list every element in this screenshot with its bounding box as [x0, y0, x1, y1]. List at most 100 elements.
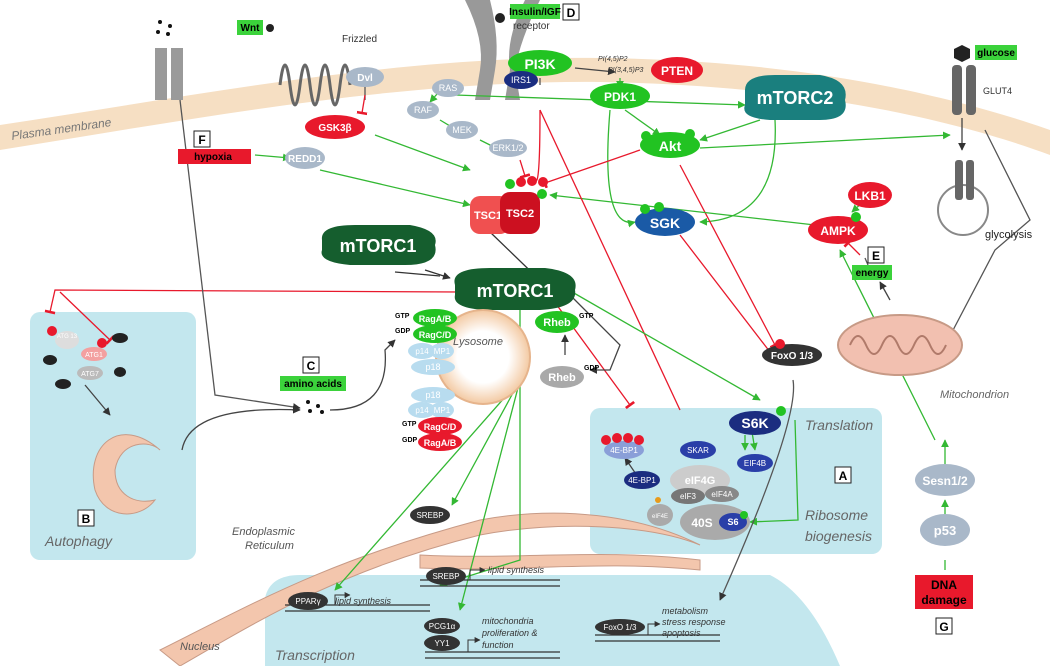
tsc2-node — [500, 192, 540, 234]
cristae — [849, 335, 947, 355]
eif4a-node — [705, 486, 739, 502]
srebp-er-node — [410, 506, 450, 524]
akt-node — [640, 132, 700, 158]
tsc2-label: TSC2 — [506, 208, 534, 220]
raf-label: RAF — [414, 105, 433, 115]
40s-label: 40S — [691, 516, 712, 530]
glycolysis-label: glycolysis — [985, 229, 1033, 241]
atg1-phospho — [97, 338, 107, 348]
glut4-vesicle-a — [955, 160, 963, 200]
akt-phospho-1 — [641, 131, 651, 141]
mp1-node — [430, 343, 454, 359]
receptor-label: receptor — [513, 21, 550, 32]
channel-left-a — [155, 48, 167, 100]
akt-phospho-2 — [685, 129, 695, 139]
foxo-node — [762, 344, 822, 366]
metabolism-label: metabolism — [662, 606, 709, 616]
insulin-ligand — [495, 13, 505, 23]
wnt-ligand — [266, 24, 274, 32]
foxo-promoter — [647, 621, 661, 635]
s6k-phospho — [776, 406, 786, 416]
stress-label: stress response — [662, 617, 726, 627]
energy-box — [852, 265, 892, 280]
srebp-nuc-node — [426, 567, 466, 585]
hypoxia-label: hypoxia — [194, 152, 232, 163]
ras-label: RAS — [439, 83, 458, 93]
eif4b-node — [737, 454, 773, 472]
pparg-node — [288, 592, 328, 610]
cargo-particles — [43, 333, 128, 389]
4ebp1-label: 4E-BP1 — [628, 476, 656, 485]
foxo-nuc-node — [595, 619, 645, 635]
s6-node — [719, 513, 747, 531]
er-membrane-2 — [419, 553, 701, 571]
p53-node — [920, 514, 970, 546]
eif4a-label: eIF4A — [711, 490, 733, 499]
autophagy-title: Autophagy — [44, 533, 113, 549]
hypoxia-box — [178, 149, 248, 164]
s6-phospho — [740, 511, 748, 519]
insulin-box — [510, 4, 560, 19]
er-membrane — [159, 512, 701, 666]
mito-text-3: function — [482, 640, 514, 650]
eif4e-node — [647, 504, 673, 526]
gdp-label-1: GDP — [395, 328, 411, 335]
raga-b-label: RagA/B — [419, 314, 452, 324]
mtorc2-node — [744, 75, 846, 120]
connections — [44, 67, 1031, 611]
redd1-node — [285, 147, 325, 169]
gtp-label-1: GTP — [395, 313, 410, 320]
ragc-d2-label: RagC/D — [424, 422, 457, 432]
dvl-node — [346, 67, 384, 87]
rheb-gtp-label: Rheb — [543, 317, 571, 329]
40s-node — [680, 504, 750, 540]
p14-label: p14 — [415, 347, 429, 356]
mitochondrion — [837, 314, 963, 376]
gsk3b-label: GSK3β — [318, 123, 351, 134]
panel-labels: F D C E B A G — [77, 3, 953, 635]
mtorc1-free-label: mTORC1 — [340, 236, 417, 256]
p18b-node — [411, 387, 455, 403]
pip3-label: PI(3,4,5)P3 — [608, 67, 644, 74]
pi3k-label: PI3K — [524, 56, 555, 72]
transcription-title: Transcription — [275, 647, 355, 663]
yy1-node — [424, 635, 460, 651]
energy-label: energy — [856, 268, 889, 279]
insulin-label: Insulin/IGF — [509, 7, 561, 18]
lipid-synthesis-1: lipid synthesis — [488, 565, 545, 575]
srebp-promoter — [469, 567, 486, 580]
srebp-nuc-label: SREBP — [432, 572, 459, 581]
pten-node — [651, 57, 703, 83]
amino-acids-box — [280, 376, 346, 391]
pdk1-node — [590, 83, 650, 109]
lkb1-label: LKB1 — [854, 189, 886, 203]
p18-label: p18 — [425, 362, 440, 372]
tsc2-phospho-sites — [505, 176, 548, 199]
mtorc1-free-node — [321, 225, 436, 265]
srebp-er-label: SREBP — [416, 511, 443, 520]
atg1-node — [81, 347, 107, 361]
skar-label: SKAR — [687, 446, 709, 455]
glucose-molecule — [954, 45, 970, 62]
autophagosome — [92, 434, 161, 515]
skar-node — [680, 441, 716, 459]
dna-damage-box — [915, 575, 973, 609]
er-label-2: Reticulum — [245, 540, 294, 552]
panel-b: B — [82, 512, 91, 526]
dna-label-2: damage — [921, 593, 967, 607]
ribosome-label: Ribosome — [805, 507, 868, 523]
lkb1-node — [848, 182, 892, 208]
glucose-label: glucose — [977, 48, 1015, 59]
tsc1-label: TSC1 — [474, 210, 502, 222]
dna-label-1: DNA — [931, 578, 957, 592]
ragc-d-label: RagC/D — [419, 330, 452, 340]
rheb-gtp-node — [535, 311, 579, 333]
p18-node — [411, 359, 455, 375]
wnt-label: Wnt — [241, 23, 261, 34]
p14b-label: p14 — [415, 406, 429, 415]
raf-node — [407, 101, 439, 119]
panel-d: D — [567, 6, 576, 20]
pcg1a-node — [424, 618, 460, 634]
sgk-label: SGK — [650, 215, 680, 231]
